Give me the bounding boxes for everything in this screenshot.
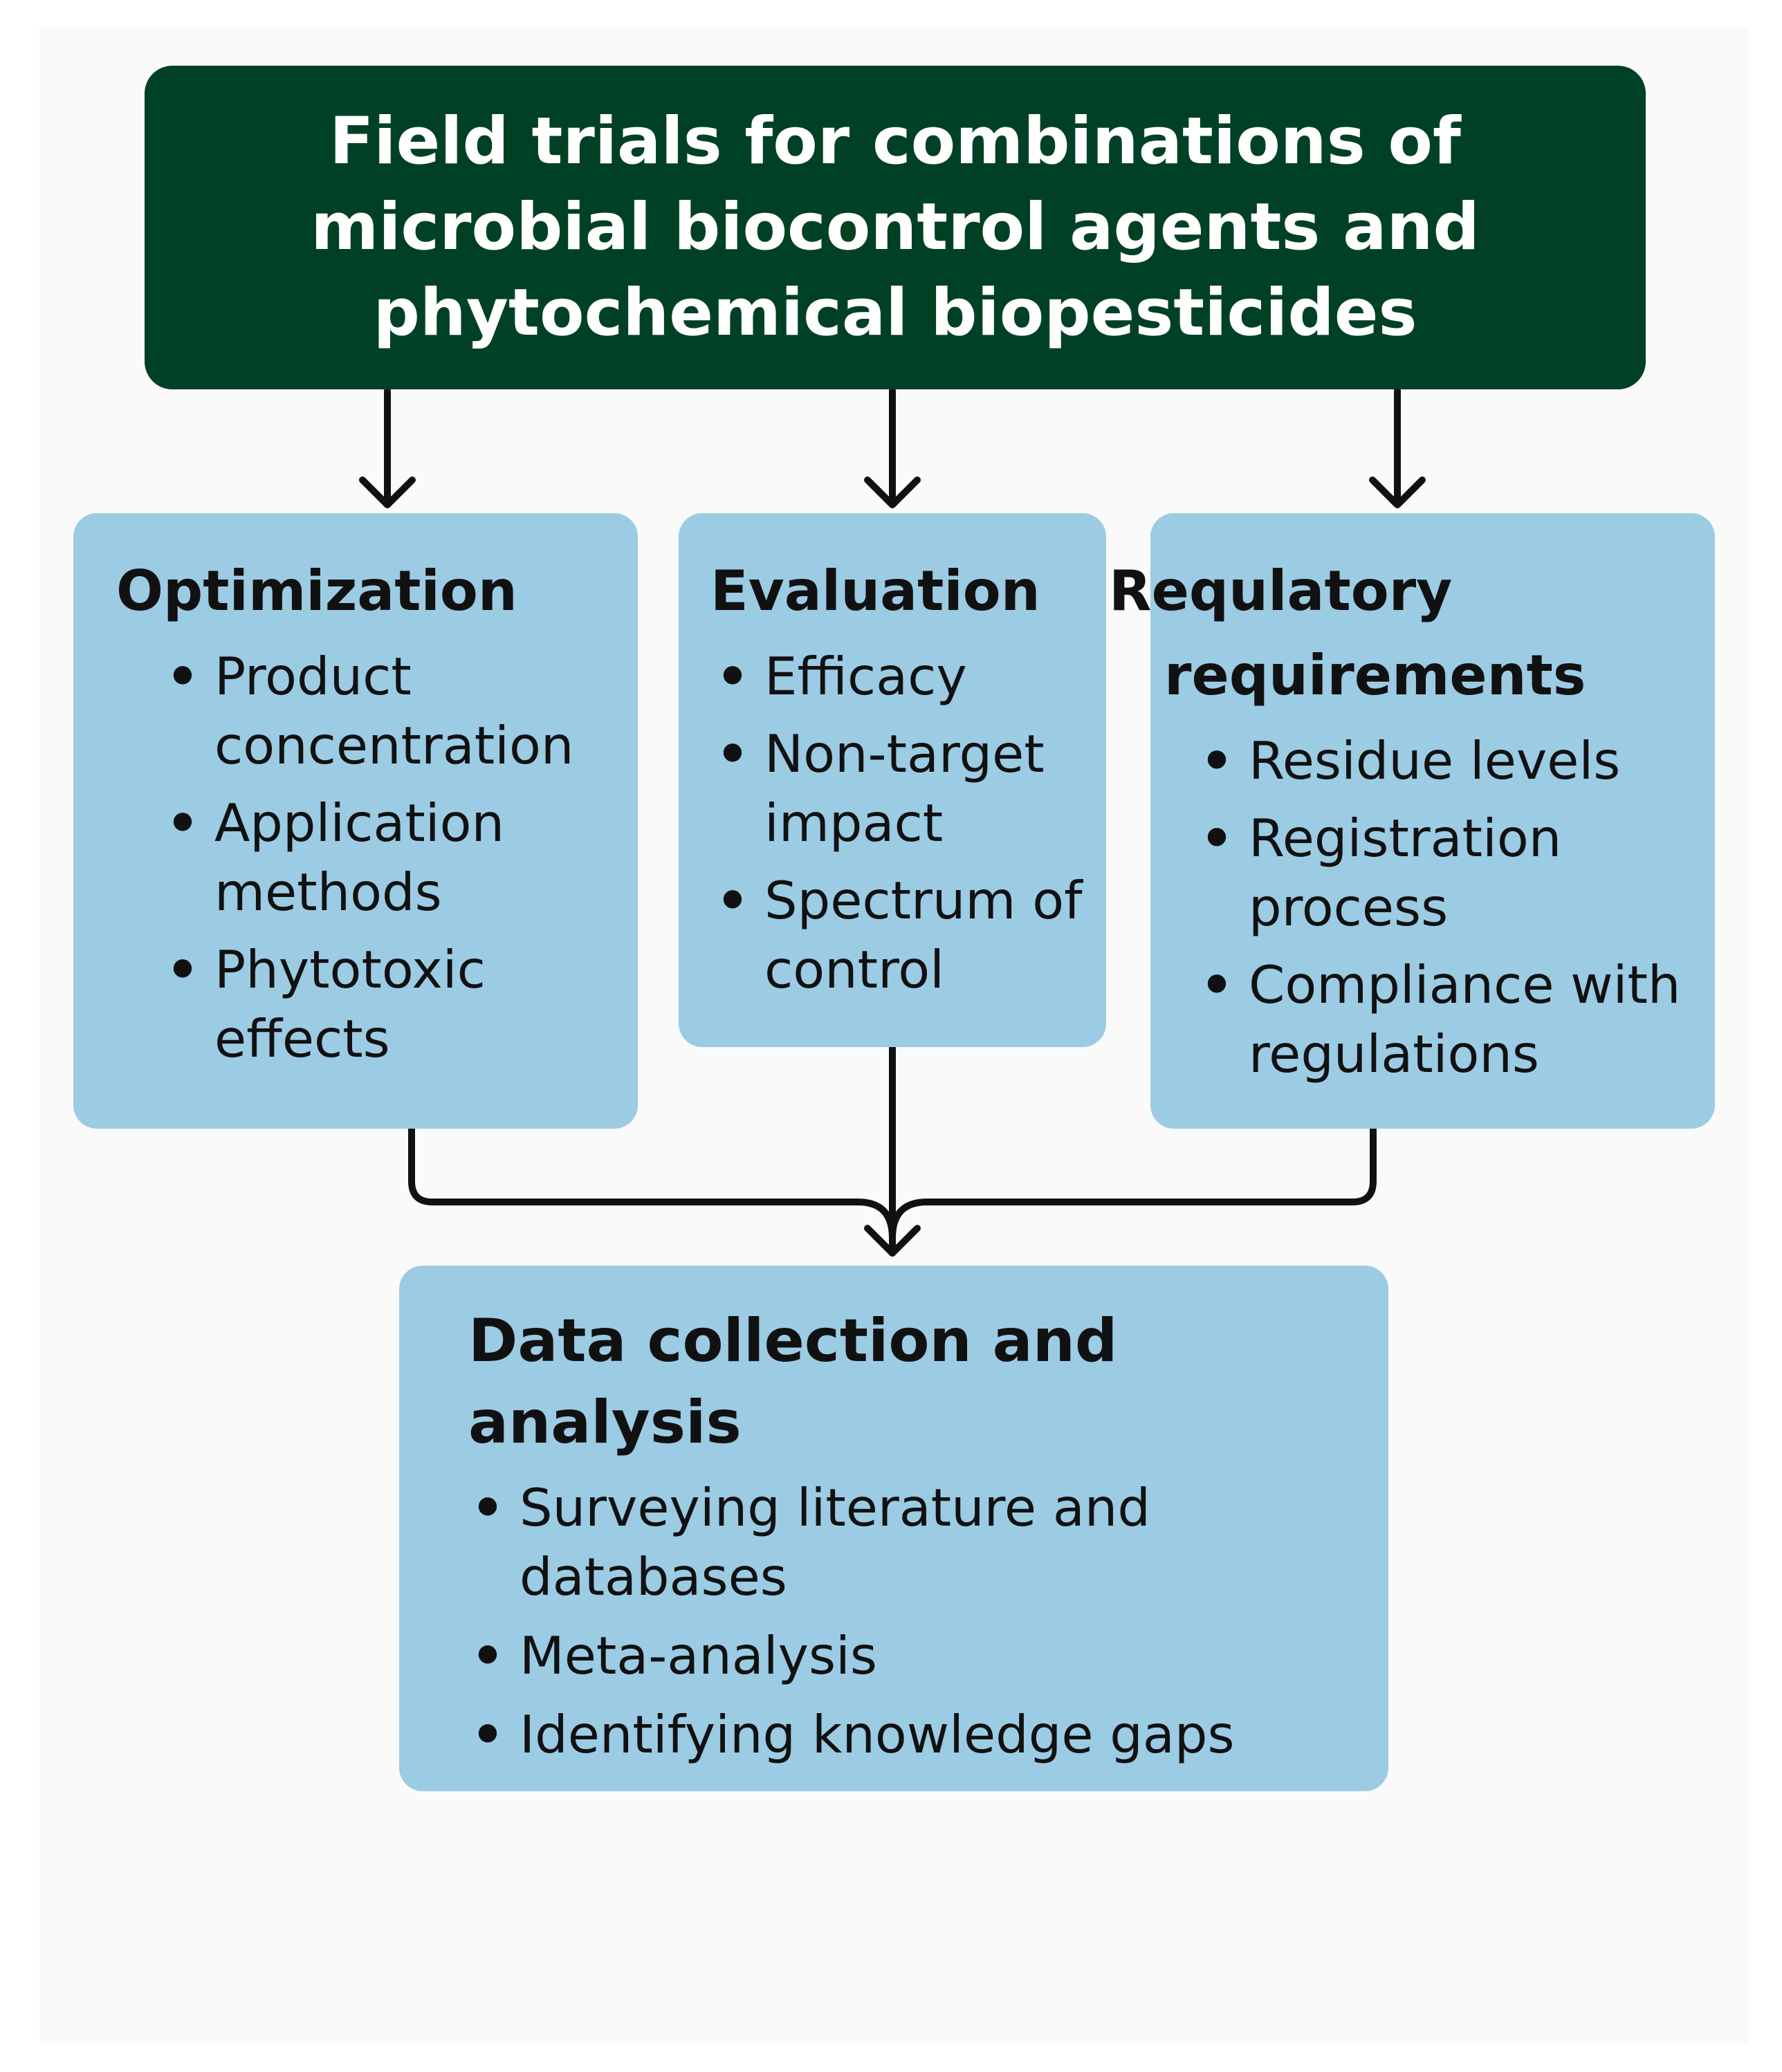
list-item: •Product concentration: [166, 642, 617, 780]
bullet: •: [166, 646, 199, 707]
bullet: •: [1200, 954, 1233, 1015]
evaluation-list: •Efficacy •Non-target impact •Spectrum o…: [710, 642, 1092, 1004]
list-item: •Non-target impact: [716, 719, 1092, 858]
list-item: •Spectrum of control: [716, 866, 1092, 1004]
arrowhead-optimization: [359, 477, 416, 508]
title-box: Field trials for combinations of microbi…: [145, 66, 1646, 389]
regulatory-box: Requlatory requirements •Residue levels …: [1109, 513, 1715, 1129]
list-item: •Compliance with regulations: [1200, 950, 1701, 1089]
bullet: •: [1200, 808, 1233, 869]
optimization-list: •Product concentration •Application meth…: [116, 642, 617, 1073]
data-collection-box: Data collection and analysis •Surveying …: [399, 1266, 1388, 1791]
arrowhead-data: [864, 1225, 921, 1257]
list-item: •Application methods: [166, 788, 617, 927]
list-item: •Meta-analysis: [471, 1621, 1361, 1690]
list-item: •Registration process: [1200, 804, 1701, 942]
bullet: •: [471, 1625, 504, 1686]
connector-regulatory-to-data: [889, 1125, 1377, 1241]
optimization-heading: Optimization: [116, 559, 517, 623]
diagram-title: Field trials for combinations of microbi…: [311, 104, 1480, 351]
bullet: •: [471, 1477, 504, 1538]
list-item: •Identifying knowledge gaps: [471, 1700, 1361, 1769]
evaluation-heading: Evaluation: [710, 559, 1040, 623]
regulatory-list: •Residue levels •Registration process •C…: [1164, 726, 1701, 1089]
bullet: •: [166, 939, 199, 1000]
bullet: •: [471, 1704, 504, 1765]
bullet: •: [1200, 730, 1233, 791]
regulatory-heading: Requlatory requirements: [1109, 559, 1586, 707]
arrowhead-evaluation: [864, 477, 921, 508]
data-collection-list: •Surveying literature and databases •Met…: [468, 1473, 1361, 1769]
list-item: •Surveying literature and databases: [471, 1473, 1361, 1611]
bullet: •: [166, 793, 199, 853]
bullet: •: [716, 646, 749, 707]
bullet: •: [716, 723, 749, 784]
data-collection-heading: Data collection and analysis: [468, 1306, 1118, 1457]
evaluation-box: Evaluation •Efficacy •Non-target impact …: [679, 513, 1106, 1047]
optimization-box: Optimization •Product concentration •App…: [73, 513, 638, 1129]
arrowhead-regulatory: [1369, 477, 1426, 508]
list-item: •Phytotoxic effects: [166, 935, 617, 1073]
list-item: •Residue levels: [1200, 726, 1701, 795]
connector-optimization-to-data: [408, 1125, 896, 1241]
list-item: •Efficacy: [716, 642, 1092, 711]
bullet: •: [716, 870, 749, 931]
